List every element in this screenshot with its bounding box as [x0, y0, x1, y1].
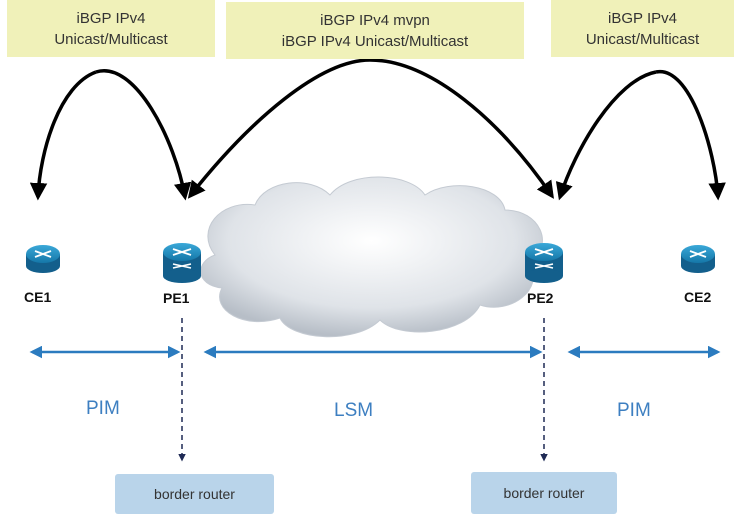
segment-label-lsm: LSM: [334, 400, 374, 421]
bgp-box-left-line1: iBGP IPv4: [76, 9, 146, 27]
router-pe1: [163, 243, 201, 283]
router-pe2: [525, 243, 563, 283]
bgp-box-left: iBGP IPv4 Unicast/Multicast: [7, 0, 215, 57]
router-icon: [525, 243, 563, 283]
bgp-arrow-left: [29, 70, 97, 201]
border-router-left: border router: [115, 474, 274, 514]
cloud-icon: [200, 176, 543, 338]
bgp-box-middle-line1: iBGP IPv4 mvpn: [320, 11, 430, 29]
bgp-arrow-right: [555, 70, 657, 201]
bgp-box-right: iBGP IPv4 Unicast/Multicast: [551, 0, 734, 57]
bgp-arrow-middle: [187, 58, 554, 199]
bgp-box-right-line2: Unicast/Multicast: [585, 30, 700, 48]
router-icon: [163, 243, 201, 283]
bgp-box-middle-line2: iBGP IPv4 Unicast/Multicast: [281, 32, 469, 50]
bgp-box-left-line2: Unicast/Multicast: [54, 30, 168, 48]
bgp-arrow-left-2: [95, 69, 192, 201]
label-ce1: CE1: [24, 289, 52, 305]
bgp-box-middle: iBGP IPv4 mvpn iBGP IPv4 Unicast/Multica…: [226, 2, 524, 59]
router-ce1: [26, 245, 60, 273]
border-router-right: border router: [471, 472, 617, 514]
bgp-arrow-right-2: [655, 70, 726, 201]
router-ce2: [681, 245, 715, 273]
router-icon: [681, 245, 715, 273]
border-router-links: [178, 318, 548, 462]
bgp-box-right-line1: iBGP IPv4: [608, 9, 677, 27]
segment-label-pim-right: PIM: [617, 400, 651, 421]
label-pe1: PE1: [163, 290, 190, 306]
label-ce2: CE2: [684, 289, 712, 305]
router-icon: [26, 245, 60, 273]
bgp-session-arrows: [29, 58, 726, 201]
label-pe2: PE2: [527, 290, 554, 306]
segment-label-pim-left: PIM: [86, 398, 120, 419]
